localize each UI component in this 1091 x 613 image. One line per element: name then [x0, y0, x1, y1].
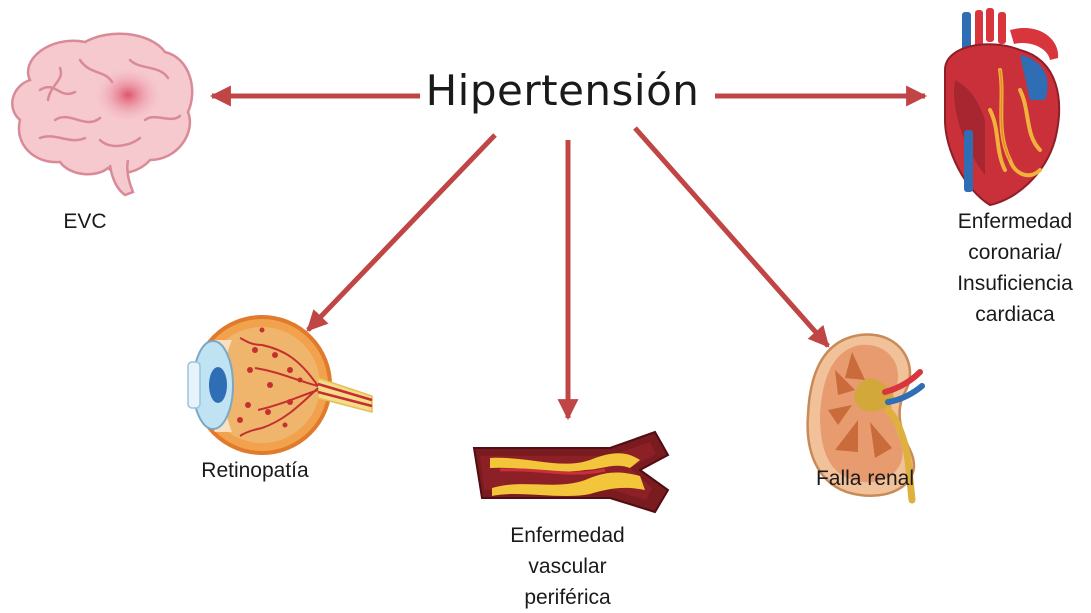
kidney-label-text: Falla renal: [795, 463, 935, 494]
heart-label-line-2: coronaria/: [945, 237, 1085, 268]
heart-icon: [945, 8, 1059, 205]
eye-label: Retinopatía: [180, 455, 330, 486]
arrow-to-kidney: [635, 128, 828, 346]
vessel-label-line-3: periférica: [490, 582, 645, 613]
vessel-label-line-2: vascular: [490, 551, 645, 582]
heart-label-line-3: Insuficiencia: [945, 268, 1085, 299]
heart-label-line-1: Enfermedad: [945, 206, 1085, 237]
diagram-title: Hipertensión: [420, 66, 705, 115]
heart-label-line-4: cardiaca: [945, 299, 1085, 330]
vessel-label-line-1: Enfermedad: [490, 520, 645, 551]
evc-label: EVC: [40, 206, 130, 237]
eye-icon: [188, 317, 372, 453]
vessel-label: Enfermedad vascular periférica: [490, 520, 645, 613]
kidney-label: Falla renal: [795, 463, 935, 494]
brain-icon: [12, 34, 192, 195]
heart-label: Enfermedad coronaria/ Insuficiencia card…: [945, 206, 1085, 330]
arrow-to-eye: [308, 135, 495, 330]
eye-label-text: Retinopatía: [180, 455, 330, 486]
blood-vessel-icon: [474, 432, 668, 512]
evc-label-text: EVC: [40, 206, 130, 237]
